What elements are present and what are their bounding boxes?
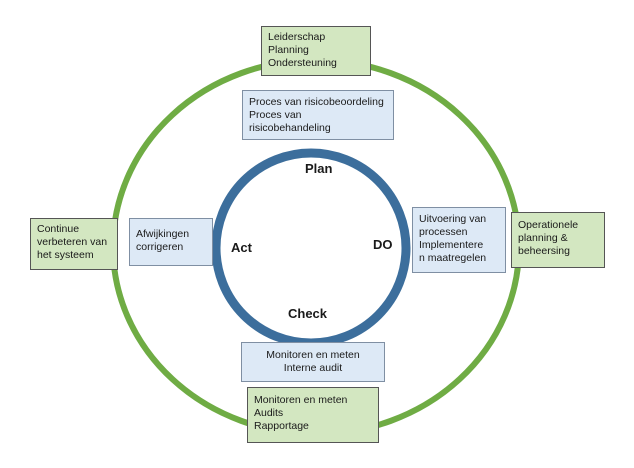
inner-box-act-line-2: corrigeren [136,241,184,253]
inner-box-act-line-1: Afwijkingen [136,228,190,240]
inner-box-check: Monitoren en meten Interne audit [241,342,385,382]
outer-box-right-line-2: planning & [518,232,568,244]
phase-do-label: DO [373,237,393,252]
inner-box-plan-line-1: Proces van risicobeoordeling [249,96,384,108]
outer-box-right-line-1: Operationele [518,219,579,231]
outer-box-top: Leiderschap Planning Ondersteuning [261,26,371,76]
inner-box-act: Afwijkingen corrigeren [129,218,213,266]
outer-box-right: Operationele planning & beheersing [511,212,605,268]
inner-box-check-line-1: Monitoren en meten [266,349,360,361]
phase-check-label: Check [288,306,328,321]
inner-box-plan-line-3: risicobehandeling [249,122,331,134]
phase-act-label: Act [231,240,252,255]
inner-box-plan: Proces van risicobeoordeling Proces van … [242,90,394,140]
inner-box-plan-line-2: Proces van [249,109,302,121]
phase-plan-label: Plan [305,161,333,176]
outer-box-left-line-3: het systeem [37,249,94,261]
outer-box-top-line-3: Ondersteuning [268,57,337,69]
outer-box-left-line-2: verbeteren van [37,236,108,248]
outer-box-right-line-3: beheersing [518,245,570,257]
inner-box-do-line-4: n maatregelen [419,252,487,264]
outer-box-bottom-line-2: Audits [254,407,284,419]
outer-box-left-line-1: Continue [37,223,80,235]
outer-box-left: Continue verbeteren van het systeem [30,218,118,270]
inner-box-check-line-2: Interne audit [283,362,343,374]
inner-box-do-line-1: Uitvoering van [419,213,487,225]
inner-box-do-line-3: Implementere [419,239,484,251]
inner-box-do: Uitvoering van processen Implementere n … [412,207,506,273]
outer-box-top-line-1: Leiderschap [268,31,326,43]
outer-box-bottom-line-3: Rapportage [254,420,309,432]
outer-box-top-line-2: Planning [268,44,309,56]
outer-box-bottom: Monitoren en meten Audits Rapportage [247,387,379,443]
inner-box-do-line-2: processen [419,226,468,238]
outer-box-bottom-line-1: Monitoren en meten [254,394,348,406]
